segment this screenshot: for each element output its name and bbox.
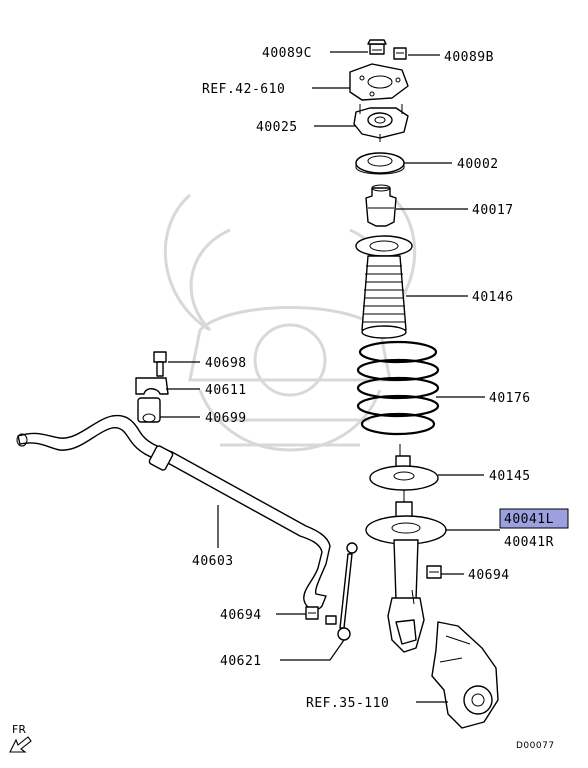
label-40603[interactable]: 40603 [192,554,234,569]
label-40145[interactable]: 40145 [489,469,531,484]
label-40699[interactable]: 40699 [205,411,247,426]
strut-mount-plate [349,63,409,101]
strut-bearing-40002 [355,152,405,175]
label-40089c[interactable]: 40089C [262,46,312,61]
label-ref-42-610[interactable]: REF.42-610 [202,82,285,97]
label-40694-upper[interactable]: 40694 [468,568,510,583]
label-40611[interactable]: 40611 [205,383,247,398]
dust-boot-40146 [355,235,413,339]
fr-label: FR [12,723,26,736]
label-40017[interactable]: 40017 [472,203,514,218]
nut-40694-upper [426,565,442,579]
nut-40089b [393,47,407,60]
label-40146[interactable]: 40146 [472,290,514,305]
label-ref-35-110[interactable]: REF.35-110 [306,696,389,711]
drawing-number: D00077 [516,741,555,751]
highlight-40041l [499,508,569,529]
part-labels: 40089C 40089B REF.42-610 40025 40002 400… [192,46,554,711]
bolt-40698 [153,351,167,377]
bushing-40699 [137,397,161,423]
bracket-40611 [135,377,169,395]
nut-40089c [367,39,387,55]
steering-knuckle [431,621,499,729]
strut-assembly-40041 [365,490,447,653]
nut-40694-lower [305,606,319,620]
label-40025[interactable]: 40025 [256,120,298,135]
label-40694-lower[interactable]: 40694 [220,608,262,623]
label-40621[interactable]: 40621 [220,654,262,669]
stabilizer-link-40621 [325,542,358,641]
strut-mount-40025 [353,104,409,142]
label-40176[interactable]: 40176 [489,391,531,406]
label-40698[interactable]: 40698 [205,356,247,371]
spring-seat-40145 [369,444,439,491]
coil-spring-40176 [356,340,440,436]
front-direction-indicator: FR [9,723,32,753]
label-40041r[interactable]: 40041R [504,535,554,550]
label-40089b[interactable]: 40089B [444,50,494,65]
label-40002[interactable]: 40002 [457,157,499,172]
label-40041l[interactable]: 40041L [504,512,554,527]
bar-bushing [148,445,174,471]
watermark-logo [163,193,417,452]
bump-stop-40017 [365,184,397,227]
leader-lines [160,51,500,703]
front-arrow-icon [9,736,32,753]
